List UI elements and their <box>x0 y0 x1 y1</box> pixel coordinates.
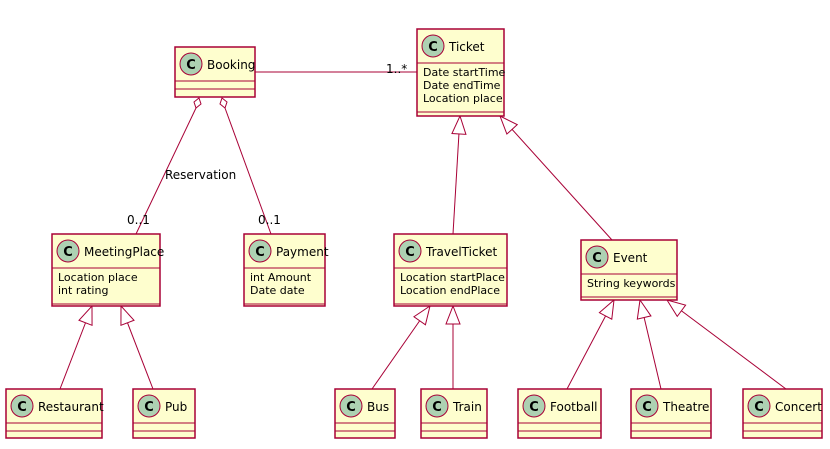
gen-event-ticket-arrowhead <box>499 114 519 135</box>
meetingplace-multiplicity: 0..1 <box>127 213 150 227</box>
reservation-label: Reservation <box>165 168 236 182</box>
class-attribute: Location place <box>58 271 138 284</box>
class-circle-letter: C <box>255 245 265 260</box>
class-circle-icon <box>56 239 80 263</box>
class-circle-icon <box>398 239 422 263</box>
gen-theatre-event-arrowhead <box>636 298 652 320</box>
class-circle-icon <box>137 394 161 418</box>
class-circle-letter: C <box>186 58 196 73</box>
class-name: Theatre <box>662 400 709 414</box>
class-name: Football <box>550 400 598 414</box>
class-circle-icon <box>635 394 659 418</box>
class-circle-icon <box>248 239 272 263</box>
class-name: Train <box>452 400 482 414</box>
class-name: Payment <box>276 245 329 259</box>
gen-train-travelticket-arrowhead <box>445 304 461 325</box>
aggregation-diamond-payment <box>219 97 228 109</box>
class-circle-icon <box>585 245 609 269</box>
class-attribute: Location endPlace <box>400 284 500 297</box>
class-name: Booking <box>207 58 255 72</box>
class-train[interactable]: C Train <box>420 388 488 439</box>
gen-concert-event-arrowhead <box>665 299 687 318</box>
class-name: Pub <box>165 400 187 414</box>
class-name: Ticket <box>448 40 485 54</box>
class-attribute: Location startPlace <box>400 271 505 284</box>
class-name: TravelTicket <box>425 245 497 259</box>
class-name: Bus <box>367 400 389 414</box>
class-circle-letter: C <box>428 40 438 55</box>
class-attribute: Date startTime <box>423 66 506 79</box>
class-theatre[interactable]: C Theatre <box>630 388 712 439</box>
class-pub[interactable]: C Pub <box>132 388 196 439</box>
class-attribute: Date date <box>250 284 305 297</box>
gen-football-event-arrowhead <box>598 298 615 320</box>
class-attribute: Location place <box>423 92 503 105</box>
aggregation-booking-payment <box>224 107 272 235</box>
class-circle-icon <box>425 394 449 418</box>
class-name: Restaurant <box>38 400 104 414</box>
class-attribute: int rating <box>58 284 108 297</box>
aggregation-diamond-meetingplace <box>193 97 202 109</box>
gen-travelticket-ticket-line <box>452 115 461 235</box>
class-bus[interactable]: C Bus <box>334 388 396 439</box>
gen-travelticket-ticket-arrowhead <box>451 114 467 135</box>
payment-multiplicity: 0..1 <box>258 213 281 227</box>
class-circle-letter: C <box>754 400 764 415</box>
class-name: Concert <box>775 400 822 414</box>
gen-event-ticket-line <box>499 115 613 241</box>
class-circle-letter: C <box>63 245 73 260</box>
aggregation-booking-meetingplace <box>135 107 197 235</box>
gen-restaurant-meetingplace-arrowhead <box>78 304 93 327</box>
gen-pub-meetingplace-arrowhead <box>120 304 135 327</box>
class-circle-icon <box>10 394 34 418</box>
class-restaurant[interactable]: C Restaurant <box>5 388 104 439</box>
class-circle-icon <box>522 394 546 418</box>
class-circle-icon <box>179 52 203 76</box>
class-circle-icon <box>421 34 445 58</box>
class-circle-letter: C <box>346 400 356 415</box>
class-attribute: Date endTime <box>423 79 501 92</box>
class-circle-letter: C <box>144 400 154 415</box>
class-concert[interactable]: C Concert <box>742 388 823 439</box>
class-booking[interactable]: C Booking <box>174 46 256 98</box>
class-circle-letter: C <box>17 400 27 415</box>
class-name: Event <box>613 251 648 265</box>
class-circle-letter: C <box>642 400 652 415</box>
relationship-lines <box>59 71 787 390</box>
gen-bus-travelticket-arrowhead <box>413 304 431 326</box>
class-circle-icon <box>747 394 771 418</box>
class-circle-letter: C <box>432 400 442 415</box>
gen-concert-event-line <box>666 299 787 390</box>
class-attribute: int Amount <box>250 271 312 284</box>
class-circle-icon <box>339 394 363 418</box>
class-circle-letter: C <box>405 245 415 260</box>
class-circle-letter: C <box>592 251 602 266</box>
class-name: MeetingPlace <box>84 245 164 259</box>
class-football[interactable]: C Football <box>517 388 602 439</box>
class-circle-letter: C <box>529 400 539 415</box>
relationship-labels: 1..* Reservation 0..1 0..1 <box>127 62 407 227</box>
class-attribute: String keywords <box>587 277 676 290</box>
booking-ticket-multiplicity: 1..* <box>386 62 407 76</box>
